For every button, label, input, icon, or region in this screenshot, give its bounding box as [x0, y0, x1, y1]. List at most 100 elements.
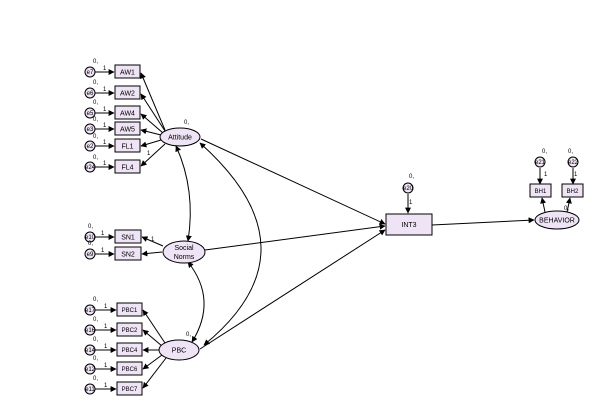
latent-behavior[interactable]: BEHAVIOR: [534, 210, 580, 230]
weight-label: 1: [103, 123, 107, 129]
weight-label: 1: [104, 363, 108, 369]
indicator-fl4[interactable]: FL4: [114, 159, 141, 174]
weight-label: 1: [104, 324, 108, 330]
indicator-bh1[interactable]: BH1: [529, 183, 552, 198]
latent-pbc[interactable]: PBC: [158, 339, 200, 361]
error-label: e22: [568, 160, 579, 166]
error-node-e9[interactable]: e9: [84, 248, 96, 260]
indicator-fl1[interactable]: FL1: [114, 138, 141, 153]
error-node-e21[interactable]: e21: [534, 156, 546, 168]
latent-attitude[interactable]: Attitude: [159, 127, 201, 147]
error-label: e11: [85, 387, 95, 393]
variance-label: 0,: [93, 317, 98, 323]
indicator-aw1[interactable]: AW1: [114, 64, 141, 79]
error-node-e16[interactable]: e16: [84, 324, 96, 336]
weight-label: 1: [103, 161, 107, 167]
error-label: e12: [85, 367, 96, 373]
error-label: e3: [87, 127, 94, 133]
latent-social-norms[interactable]: Social Norms: [162, 240, 206, 264]
loading-label: 1: [574, 172, 578, 178]
indicator-pbc1[interactable]: PBC1: [116, 302, 143, 317]
composite-int3[interactable]: INT3: [385, 213, 433, 236]
path-attitude-aw4: [140, 113, 164, 134]
path-pbc-pbc6: [142, 354, 163, 370]
latent-label: Attitude: [168, 135, 192, 142]
weight-label: 1: [103, 107, 107, 113]
path-pbc-pbc7: [142, 357, 167, 389]
weight-label: 1: [103, 87, 107, 93]
error-node-e17[interactable]: e17: [84, 304, 96, 316]
int3-label: INT3: [401, 222, 416, 229]
error-label: e7: [87, 70, 94, 76]
error-node-e6[interactable]: e6: [84, 87, 96, 99]
indicator-label: PBC1: [122, 308, 138, 314]
variance-label: 0,: [88, 241, 93, 247]
indicator-label: FL1: [121, 144, 133, 151]
variance-label: 0,: [93, 155, 98, 161]
error-label: e16: [85, 328, 96, 334]
variance-label: 0,: [409, 174, 414, 180]
indicator-pbc7[interactable]: PBC7: [116, 381, 143, 396]
variance-label: 0,: [93, 59, 98, 65]
indicator-label: SN1: [121, 235, 135, 242]
error-node-e24[interactable]: e24: [84, 161, 96, 173]
variance-label: 0,: [93, 376, 98, 382]
error-node-e5[interactable]: e5: [84, 107, 96, 119]
indicator-label: FL4: [121, 165, 133, 172]
error-node-e2[interactable]: e2: [84, 140, 96, 152]
indicator-pbc6[interactable]: PBC6: [116, 361, 143, 376]
path-attitude-aw1: [140, 72, 166, 131]
weight-label: 1: [104, 304, 108, 310]
path-sn-int3: [204, 223, 386, 251]
error-node-e7[interactable]: e7: [84, 66, 96, 78]
cov-attitude-pbc: [199, 142, 262, 346]
path-sn-sn1: [141, 236, 164, 247]
indicator-label: PBC6: [122, 367, 138, 373]
variance-label: 0,: [542, 149, 547, 155]
variance-label: 0,: [93, 356, 98, 362]
indicator-pbc2[interactable]: PBC2: [116, 322, 143, 337]
latent-label-line1: Social: [174, 245, 194, 252]
indicator-pbc4[interactable]: PBC4: [116, 342, 143, 357]
indicator-aw2[interactable]: AW2: [114, 85, 141, 100]
error-label: e2: [87, 144, 94, 150]
indicator-label: AW5: [120, 127, 135, 134]
error-label: e20: [403, 186, 414, 192]
indicator-bh2[interactable]: BH2: [561, 183, 584, 198]
error-node-e3[interactable]: e3: [84, 123, 96, 135]
error-node-e20[interactable]: e20: [402, 182, 414, 194]
latent-variance-label: 0,: [564, 206, 569, 212]
error-node-e12[interactable]: e12: [84, 363, 96, 375]
latent-variance-label: 0,: [184, 120, 189, 126]
error-label: e17: [85, 308, 96, 314]
indicator-sn2[interactable]: SN2: [114, 246, 142, 261]
path-behavior-bh2: [565, 197, 572, 213]
latent-label: PBC: [172, 348, 186, 355]
variance-label: 0,: [568, 149, 573, 155]
error-node-e14[interactable]: e14: [84, 344, 96, 356]
error-node-e11[interactable]: e11: [84, 383, 96, 395]
weight-label: 1: [409, 200, 413, 206]
error-label: e14: [85, 348, 96, 354]
latent-variables: Attitude Social Norms PBC BEHAVIOR INT3: [158, 127, 580, 361]
variance-label: 0,: [93, 117, 98, 123]
path-sn-sn2: [141, 250, 163, 257]
weight-label: 1: [101, 231, 105, 237]
cov-sn-pbc: [187, 261, 205, 343]
weight-label: 1: [103, 140, 107, 146]
path-attitude-int3: [200, 138, 386, 225]
indicator-label: SN2: [121, 252, 135, 259]
indicator-label: AW4: [120, 111, 135, 118]
indicator-sn1[interactable]: SN1: [114, 229, 142, 244]
loading-label: 1: [544, 172, 548, 178]
indicator-aw4[interactable]: AW4: [114, 105, 141, 120]
variance-label: 0,: [88, 224, 93, 230]
error-label: e6: [87, 91, 94, 97]
weight-label: 1: [104, 344, 108, 350]
indicator-aw5[interactable]: AW5: [114, 121, 141, 136]
error-node-e10[interactable]: e10: [84, 231, 96, 243]
indicator-label: PBC7: [122, 387, 138, 393]
latent-label-line2: Norms: [174, 254, 195, 261]
error-node-e22[interactable]: e22: [567, 156, 579, 168]
